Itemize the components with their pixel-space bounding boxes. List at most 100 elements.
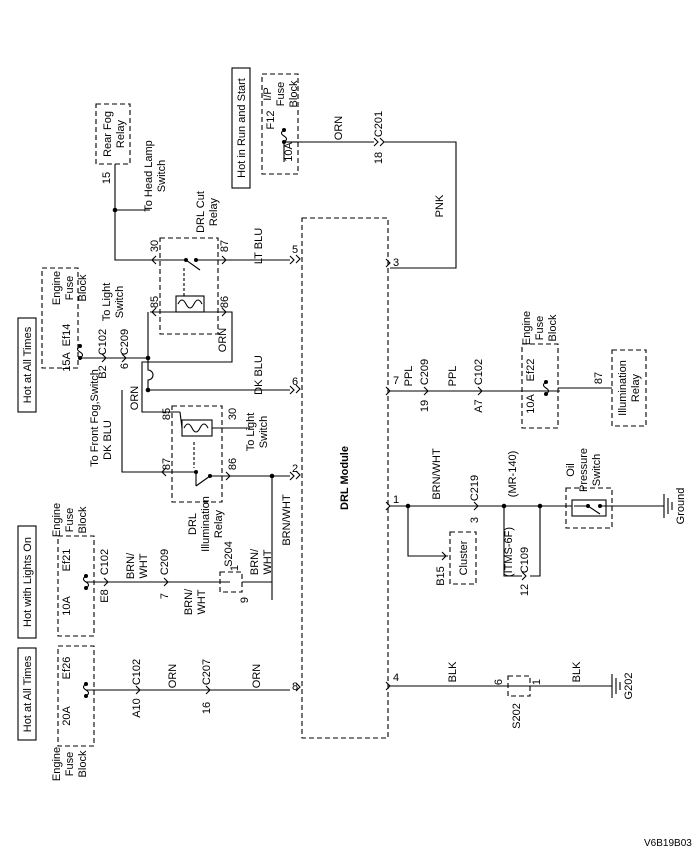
- to-light-2-b: Switch: [258, 416, 270, 448]
- wire-blk-1: BLK: [447, 661, 459, 682]
- drl-illum-pin-85: 85: [161, 408, 173, 420]
- c207-pin: 16: [201, 702, 213, 714]
- illum-relay-pin: 87: [593, 372, 605, 384]
- ef14-block-2: Fuse: [64, 276, 76, 300]
- f12-name: F12: [265, 111, 277, 130]
- drl-cut-relay: DRL Cut Relay 30 87 85 86 LT BLU ORN: [148, 191, 295, 363]
- ef21-block-1: Engine: [51, 503, 63, 537]
- circuit-g202: BLK 6 1 S202 BLK G202: [390, 661, 635, 729]
- c209-b-label: C209: [419, 359, 431, 385]
- c209-c-label: C209: [159, 549, 171, 575]
- c209-c-pin: 7: [159, 593, 171, 599]
- illum-relay-label-1: Illumination: [617, 360, 629, 416]
- drl-cut-label-1: DRL Cut: [195, 191, 207, 233]
- circuit-ef21: Engine Fuse Block Ef21 10A E8 C102 BRN/ …: [51, 503, 274, 637]
- module-pin-1: 1: [393, 494, 399, 506]
- power-all-times-2-label: Hot at All Times: [22, 655, 34, 732]
- module-pin-2: 2: [292, 463, 298, 475]
- c102-a-label: C102: [97, 329, 109, 355]
- c109-label: C109: [519, 547, 531, 573]
- drl-module-label: DRL Module: [339, 446, 351, 510]
- ef21-block-3: Block: [77, 506, 89, 533]
- wire-pnk: PNK: [434, 194, 446, 217]
- wire-brn-wht-1: BRN/WHT: [281, 494, 293, 546]
- module-pin-6: 6: [292, 376, 298, 388]
- drl-cut-label-2: Relay: [208, 197, 220, 226]
- drl-cut-pin-85: 85: [149, 296, 161, 308]
- c207-label: C207: [201, 659, 213, 685]
- wire-brn-wht-3a: BRN/: [125, 552, 137, 579]
- wire-ppl-2: PPL: [447, 366, 459, 387]
- c102-d-pin: A10: [131, 698, 143, 718]
- module-pin-4: 4: [393, 672, 399, 684]
- f12-block-2: Fuse: [275, 82, 287, 106]
- drl-cut-pin-87: 87: [219, 240, 231, 252]
- ef22-rating: 10A: [525, 394, 537, 414]
- wire-orn-b: ORN: [251, 664, 263, 689]
- ef26-block-2: Fuse: [64, 752, 76, 776]
- c102-d-label: C102: [131, 659, 143, 685]
- power-source-all-times-1: Hot at All Times: [17, 317, 37, 413]
- ef14-name: Ef14: [61, 324, 73, 347]
- ground-label: Ground: [675, 488, 687, 525]
- rear-fog-label-2: Relay: [115, 119, 127, 148]
- itms-label: (ITMS-6F): [503, 527, 515, 577]
- to-front-fog: To Front Fog,Switch: [89, 369, 101, 467]
- to-head-lamp-2: Switch: [156, 160, 168, 192]
- to-light-1-b: Switch: [114, 286, 126, 318]
- wire-orn-a: ORN: [167, 664, 179, 689]
- f12-block-3: Block: [288, 80, 300, 107]
- power-run-start-label: Hot in Run and Start: [236, 78, 248, 178]
- mr140-label: (MR-140): [507, 451, 519, 497]
- wire-orn-c201: ORN: [333, 116, 345, 141]
- ef14-rating: 15A: [61, 352, 73, 372]
- c109-pin: 12: [519, 584, 531, 596]
- ef22-name: Ef22: [525, 359, 537, 382]
- ef26-block-1: Engine: [51, 747, 63, 781]
- wire-brn-wht-3b: WHT: [138, 553, 150, 578]
- drl-illum-pin-86: 86: [227, 458, 239, 470]
- ef22-block-3: Block: [547, 314, 559, 341]
- ef26-rating: 20A: [61, 706, 73, 726]
- rear-fog-label-1: Rear Fog: [102, 111, 114, 157]
- module-pin-8: 8: [292, 681, 298, 693]
- oil-label-2: Pressure: [578, 448, 590, 492]
- power-all-times-1-label: Hot at All Times: [22, 326, 34, 403]
- wire-dk-blu-1: DK BLU: [253, 355, 265, 395]
- wire-orn-fog: ORN: [129, 386, 141, 411]
- c209-a-label: C209: [119, 329, 131, 355]
- power-source-all-times-2: Hot at All Times: [17, 647, 37, 741]
- wire-brn-wht-4a: BRN/: [183, 588, 195, 615]
- dk-blu-circuit: DK BLU ORN To Front Fog,Switch DK BLU: [89, 355, 295, 473]
- s202-pin-6: 6: [493, 679, 505, 685]
- drl-cut-pin-86: 86: [219, 296, 231, 308]
- ef22-block-2: Fuse: [534, 316, 546, 340]
- to-light-1-a: To Light: [101, 283, 113, 322]
- ef14-block-3: Block: [77, 274, 89, 301]
- wire-dk-blu-2: DK BLU: [102, 420, 114, 460]
- oil-label-1: Oil: [565, 463, 577, 476]
- ef26-block-3: Block: [77, 750, 89, 777]
- c102-c-label: C102: [99, 549, 111, 575]
- circuit-ef22: PPL 19 C209 PPL A7 C102 Engine Fuse Bloc…: [390, 311, 647, 429]
- wire-brn-wht-2: BRN/WHT: [431, 448, 443, 500]
- drl-illum-label-3: Relay: [213, 509, 225, 538]
- illum-relay-label-2: Relay: [630, 373, 642, 402]
- oil-label-3: Switch: [591, 454, 603, 486]
- module-pin-3: 3: [393, 257, 399, 269]
- ef21-rating: 10A: [61, 596, 73, 616]
- s204-pin-9: 9: [239, 597, 251, 603]
- g202-label: G202: [623, 673, 635, 700]
- cluster-label: Cluster: [458, 540, 470, 575]
- ef26-name: Ef26: [61, 657, 73, 680]
- ef21-name: Ef21: [61, 549, 73, 572]
- drl-illumination-relay: 85 30 87 86 DRL Illumination Relay To Li…: [160, 405, 295, 600]
- ef14-block-1: Engine: [51, 271, 63, 305]
- b15-label: B15: [435, 566, 447, 586]
- drl-illum-label-1: DRL: [187, 513, 199, 535]
- f12-block-1: I/P: [262, 87, 274, 100]
- module-pin-7: 7: [393, 375, 399, 387]
- f12-rating: 10A: [283, 142, 295, 162]
- drl-illum-label-2: Illumination: [200, 496, 212, 552]
